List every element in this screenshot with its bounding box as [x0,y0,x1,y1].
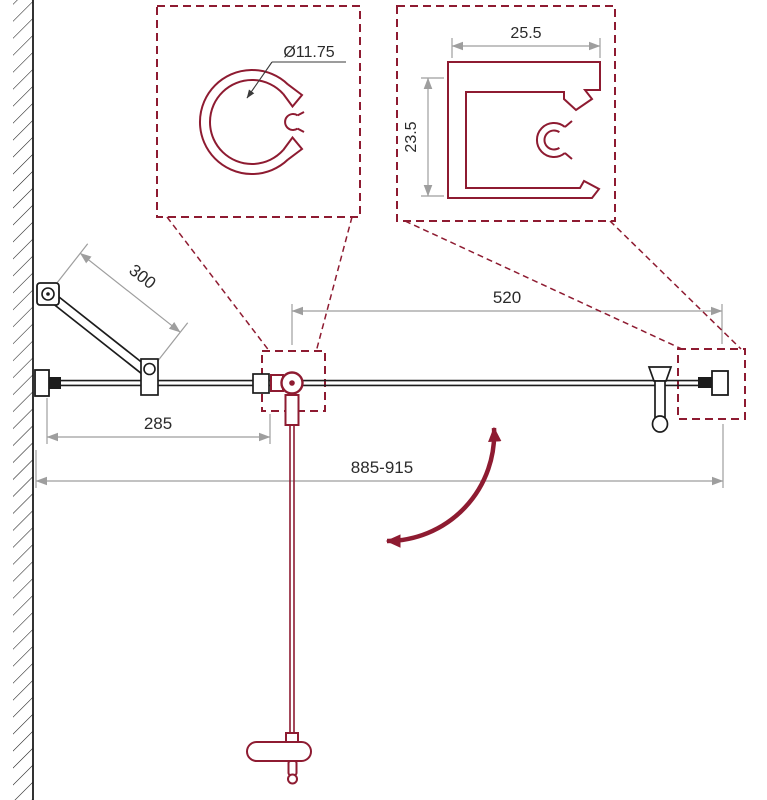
support-bar-pivot-dot [46,292,50,296]
wall-mount-left-block [49,377,61,389]
support-bar [44,289,152,378]
wall-mount-left [34,369,50,397]
wall-mount-right [711,370,729,396]
door-assembly [246,371,502,785]
door-swing-arrow [385,426,502,548]
handle-end-cap [287,773,298,785]
leader-line [166,216,271,353]
profile-top-jaw [282,83,304,109]
left-wall [13,0,34,800]
wall-mount-right-block [698,377,712,388]
overall-width-label: 885-915 [351,458,413,477]
extrusion-clip-ticks [564,120,573,160]
profile-inner-arc [208,79,284,165]
leader-line [609,220,742,350]
leader-line [404,220,685,351]
extension-line [52,243,89,289]
handle-stem [287,760,298,776]
dimension-fixed-segment-285: 285 [46,398,271,444]
profile-outer-arc [199,69,289,175]
fixed-segment-label: 285 [144,414,172,433]
support-bar-length-label: 300 [125,260,159,292]
dimension-door-width-520: 520 [291,288,723,345]
extrusion-clip-outer [536,122,566,158]
profile-bottom-jaw [282,135,304,161]
wall-hatch [13,0,33,800]
dimension-line [79,252,181,333]
profile-clip-ticks [297,111,305,133]
wall-profile-callout-box [677,348,746,420]
profile-width-label: 25.5 [510,25,541,42]
knob-cap [647,366,673,382]
knob-stem [654,380,666,420]
diameter-label: Ø11.75 [283,44,334,61]
knob-ball [651,415,669,433]
fixed-panel-assembly [34,282,729,433]
detail-right-wall-profile: 25.5 23.5 [396,5,616,222]
profile-clip [284,113,299,131]
profile-height-label: 23.5 [403,121,420,152]
door-top-clamp [284,394,300,426]
detail-box-right [396,5,616,222]
diameter-leader [246,61,273,99]
detail-left-pivot-profile: Ø11.75 [156,5,361,218]
support-bar-clamp-screw [143,362,156,376]
leader-line [315,216,353,353]
extrusion-clip-inner [543,129,560,151]
extrusion-outline [447,61,601,199]
hinge-fixed-mount [252,373,270,394]
hinge-pivot-dot [289,380,295,386]
door-width-label: 520 [493,288,521,307]
detail-box-left [156,5,361,218]
dimension-overall-width: 885-915 [35,424,724,488]
door-handle [246,741,312,762]
